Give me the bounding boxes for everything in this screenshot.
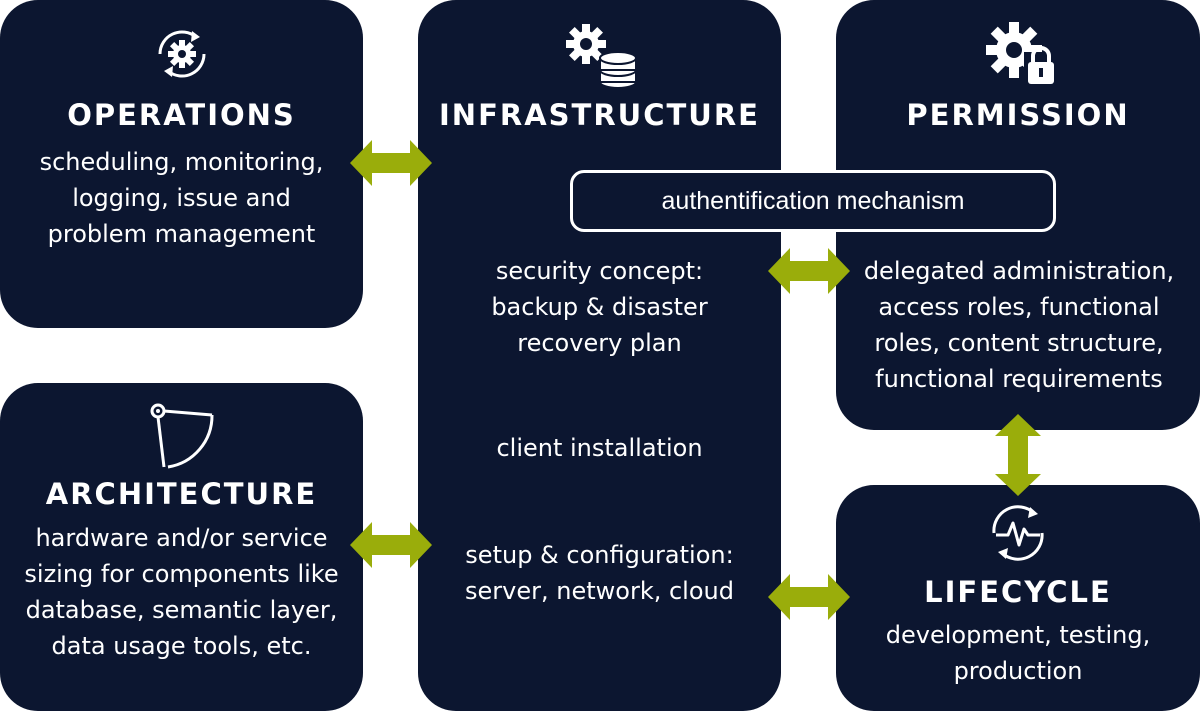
permission-lifecycle-arrow — [995, 414, 1041, 496]
architecture-line: data usage tools, etc. — [51, 632, 312, 660]
permission-line: roles, content structure, — [874, 329, 1164, 357]
lifecycle-line: production — [953, 657, 1083, 685]
architecture-infrastructure-arrow — [350, 522, 432, 568]
permission-line: access roles, functional — [878, 293, 1160, 321]
pulse-cycle-icon — [992, 505, 1044, 561]
gear-database-icon — [566, 24, 637, 89]
gear-lock-icon — [986, 22, 1058, 84]
operations-infrastructure-arrow — [350, 140, 432, 186]
operations-box: OPERATIONS scheduling, monitoring, loggi… — [0, 0, 363, 328]
lifecycle-description: development, testing, production — [836, 617, 1200, 689]
permission-description: delegated administration, access roles, … — [838, 253, 1200, 397]
lifecycle-box: LIFECYCLE development, testing, producti… — [836, 485, 1200, 711]
infrastructure-title: INFRASTRUCTURE — [439, 98, 760, 132]
infrastructure-box: INFRASTRUCTURE security concept: backup … — [418, 0, 781, 711]
compass-icon — [150, 403, 214, 469]
setup-line: server, network, cloud — [465, 577, 734, 605]
lifecycle-line: development, testing, — [885, 621, 1151, 649]
permission-title: PERMISSION — [906, 98, 1130, 132]
architecture-line: database, semantic layer, — [25, 596, 338, 624]
operations-line: logging, issue and — [72, 184, 291, 212]
lifecycle-title: LIFECYCLE — [924, 575, 1112, 609]
security-line: security concept: — [495, 257, 704, 285]
authentication-mechanism-box: authentification mechanism — [570, 170, 1056, 232]
operations-description: scheduling, monitoring, logging, issue a… — [0, 144, 363, 252]
architecture-box: ARCHITECTURE hardware and/or service siz… — [0, 383, 363, 711]
architecture-description: hardware and/or service sizing for compo… — [0, 520, 363, 664]
setup-line: setup & configuration: — [465, 541, 734, 569]
operations-title: OPERATIONS — [67, 98, 296, 132]
gear-cycle-icon — [158, 30, 206, 78]
architecture-title: ARCHITECTURE — [45, 477, 318, 511]
infrastructure-permission-arrow — [768, 248, 850, 294]
security-line: backup & disaster — [491, 293, 708, 321]
security-concept-text: security concept: backup & disaster reco… — [418, 253, 781, 361]
operations-line: problem management — [47, 220, 316, 248]
operations-line: scheduling, monitoring, — [39, 148, 324, 176]
architecture-line: sizing for components like — [24, 560, 339, 588]
security-line: recovery plan — [517, 329, 682, 357]
client-installation-text: client installation — [496, 434, 703, 462]
permission-line: functional requirements — [875, 365, 1163, 393]
architecture-line: hardware and/or service — [35, 524, 328, 552]
permission-line: delegated administration, — [863, 257, 1175, 285]
infrastructure-lifecycle-arrow — [768, 574, 850, 620]
setup-configuration-text: setup & configuration: server, network, … — [418, 537, 781, 609]
